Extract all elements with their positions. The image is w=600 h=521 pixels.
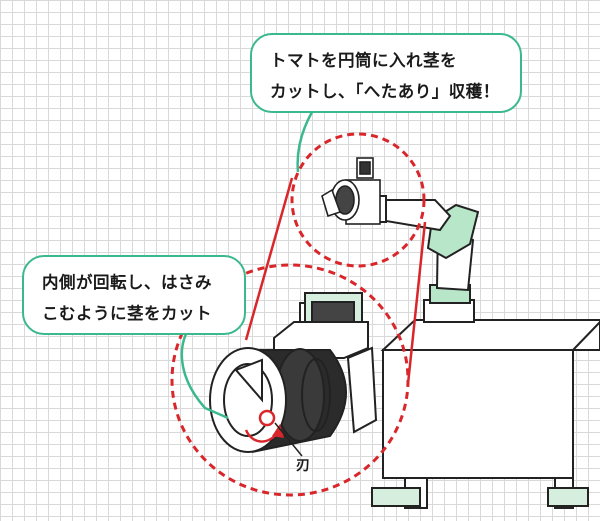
callout-top-tail [296, 111, 314, 173]
callout-left-line-2: こむように茎をカット [42, 304, 212, 323]
end-effector-small [321, 157, 381, 225]
callout-left-tail [180, 333, 229, 420]
callout-top-line-2: カットし、「へたあり」収穫！ [270, 82, 500, 101]
callout-left-line-1: 内側が回転し、はさみ [42, 273, 212, 292]
robot-arm [371, 195, 480, 323]
callout-left: 内側が回転し、はさみ こむように茎をカット [22, 255, 246, 335]
callout-top: トマトを円筒に入れ茎を カットし、「へたあり」収穫！ [250, 33, 522, 113]
robot-base-cabinet [371, 319, 600, 509]
callout-top-line-1: トマトを円筒に入れ茎を [270, 51, 457, 70]
blade-pointer [274, 422, 303, 457]
cutter-enlarged [209, 292, 378, 453]
rotation-arrowhead [272, 424, 284, 438]
blade-label: 刃 [296, 458, 310, 474]
leader-lines [244, 177, 427, 385]
